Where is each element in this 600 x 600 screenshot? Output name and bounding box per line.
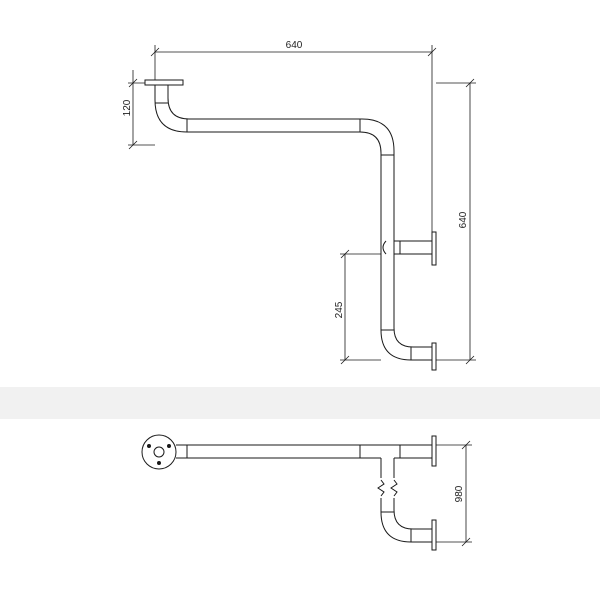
dim-offset-label: 120 bbox=[122, 99, 133, 116]
dim-depth-label: 980 bbox=[454, 485, 465, 502]
bar-tube-inner bbox=[167, 85, 432, 348]
plan-flange-top bbox=[431, 435, 437, 467]
round-flange-inner bbox=[153, 446, 165, 458]
screw-hole bbox=[157, 461, 161, 465]
top-wall-flange bbox=[144, 79, 184, 86]
bar-tube-outer bbox=[154, 85, 432, 361]
front-view-dimensions bbox=[128, 45, 476, 365]
dim-height-label: 640 bbox=[458, 211, 469, 228]
plan-view bbox=[141, 434, 437, 551]
dim-width-label: 640 bbox=[286, 40, 303, 51]
dim-lower-label: 245 bbox=[334, 301, 345, 318]
break-mark bbox=[377, 479, 398, 497]
front-view bbox=[144, 79, 437, 371]
screw-hole bbox=[167, 444, 171, 448]
plan-flange-bottom bbox=[431, 519, 437, 551]
wall-flange-bottom bbox=[431, 342, 437, 371]
leg-lower bbox=[380, 498, 432, 543]
cross-bar bbox=[382, 240, 432, 255]
round-flange-outer bbox=[141, 434, 177, 470]
wall-flange-middle bbox=[431, 231, 437, 266]
screw-hole bbox=[147, 444, 151, 448]
leg-upper bbox=[380, 458, 395, 478]
view-separator-band bbox=[0, 387, 600, 419]
plan-view-dimensions bbox=[436, 440, 472, 547]
